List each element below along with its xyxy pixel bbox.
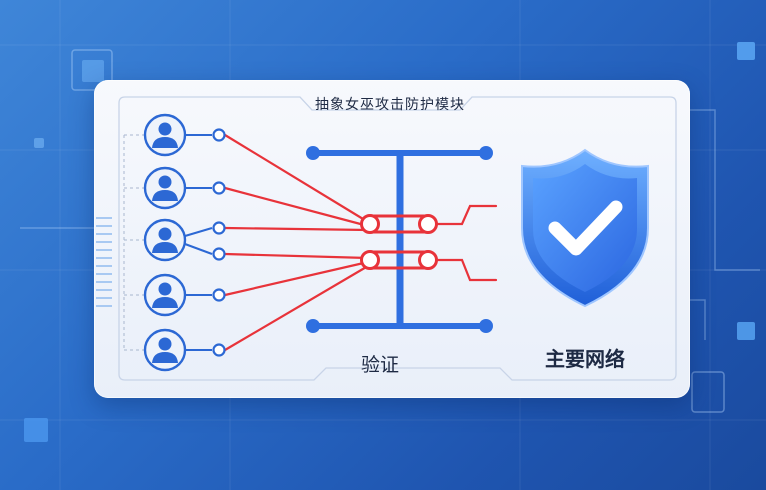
deco-square <box>737 322 755 340</box>
user-icon <box>152 122 178 148</box>
user-1 <box>143 113 226 157</box>
deco-square <box>82 60 104 82</box>
connection-lines <box>223 133 498 352</box>
module-title: 抽象女巫攻击防护模块 <box>315 97 465 113</box>
user-icon <box>152 282 178 308</box>
connector-node <box>212 343 226 357</box>
edge-ticks <box>96 217 112 307</box>
user-4 <box>143 273 226 317</box>
connector-node <box>212 288 226 302</box>
user-bracket <box>123 134 146 351</box>
main-network-label: 主要网络 <box>545 347 625 371</box>
verification-label: 验证 <box>360 354 399 376</box>
filter-nodes <box>360 214 438 270</box>
inner-frame <box>118 96 677 381</box>
user-icon <box>152 175 178 201</box>
user-3 <box>143 218 226 262</box>
user-list <box>143 113 226 372</box>
deco-square <box>737 42 755 60</box>
connector-node <box>212 181 226 195</box>
connector-node <box>212 221 226 235</box>
deco-square <box>24 418 48 442</box>
user-icon <box>152 337 178 363</box>
verification-gate <box>306 146 493 333</box>
user-icon <box>152 227 178 253</box>
user-2 <box>143 166 226 210</box>
connector-node <box>212 247 226 261</box>
shield-check-icon <box>521 148 649 308</box>
deco-square <box>34 138 44 148</box>
user-5 <box>143 328 226 372</box>
connector-node <box>212 128 226 142</box>
